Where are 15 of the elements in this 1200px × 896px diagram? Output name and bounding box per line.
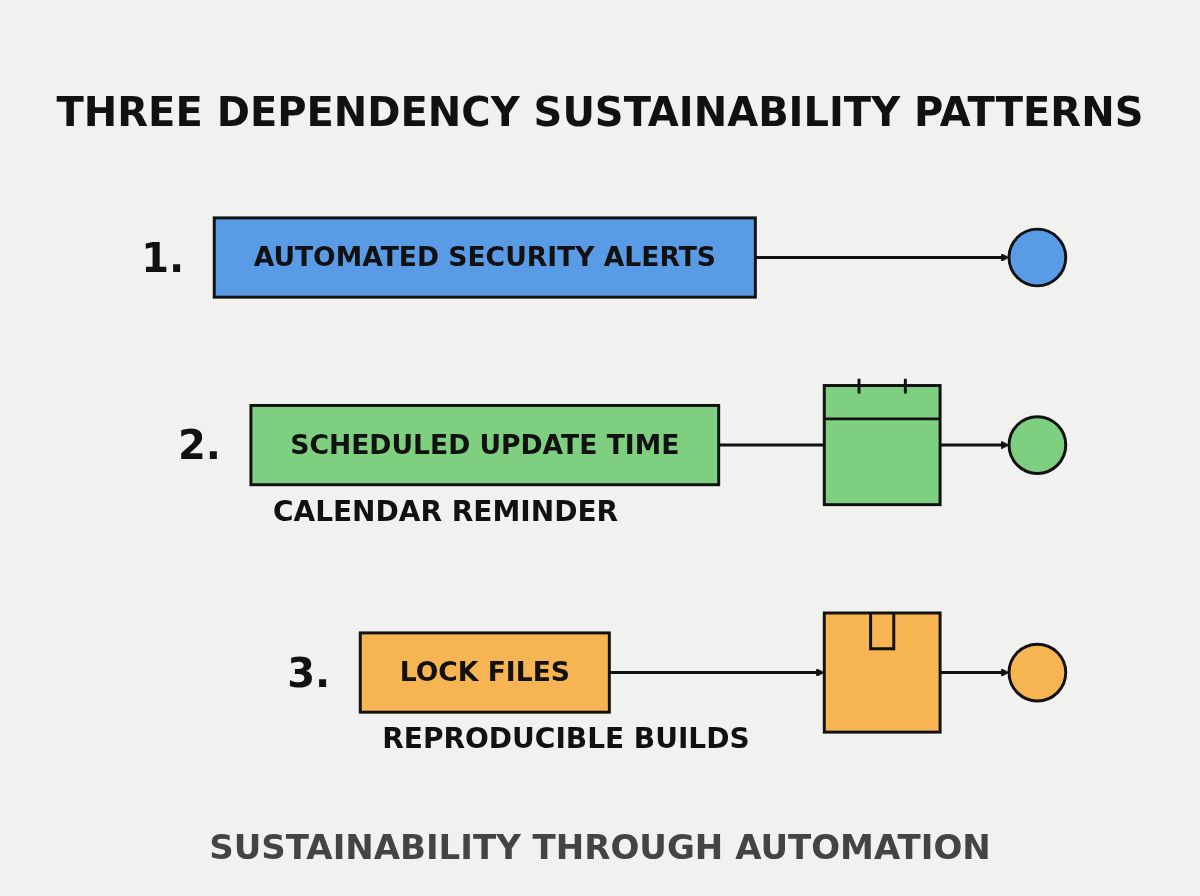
step-number: 3. (287, 648, 331, 697)
arrow (940, 668, 1010, 677)
node-caption: REPRODUCIBLE BUILDS (382, 722, 750, 756)
node-caption: CALENDAR REMINDER (272, 494, 619, 529)
arrow (755, 253, 1010, 262)
diagram-caption: SUSTAINABILITY THROUGH AUTOMATION (208, 826, 992, 868)
arrow (940, 440, 1010, 450)
arrow (609, 668, 825, 677)
label-box: AUTOMATED SECURITY ALERTS (212, 216, 757, 299)
label-box: SCHEDULED UPDATE TIME (249, 404, 721, 487)
connector (718, 443, 825, 447)
diagram-title: THREE DEPENDENCY SUSTAINABILITY PATTERNS (55, 88, 1145, 136)
step-number: 2. (177, 421, 221, 470)
label-box: LOCK FILES (358, 631, 611, 714)
step-number: 1. (141, 233, 185, 282)
